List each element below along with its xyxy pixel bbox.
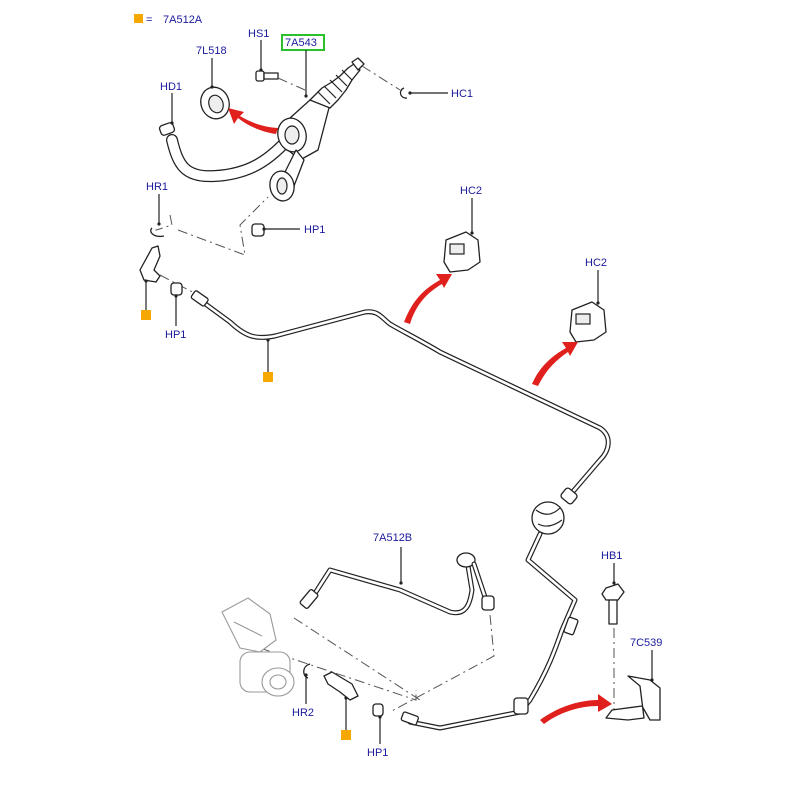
label-hp1-top[interactable]: HP1 (304, 224, 325, 236)
part-hc1-clip[interactable] (399, 87, 412, 99)
label-7c539[interactable]: 7C539 (630, 637, 662, 649)
part-hp1-bottom[interactable] (372, 703, 384, 719)
hose-coupling (513, 697, 529, 715)
part-7l518[interactable] (196, 83, 233, 123)
label-7l518[interactable]: 7L518 (196, 45, 227, 57)
marker-7a512a-1 (141, 310, 151, 320)
label-hr2[interactable]: HR2 (292, 707, 314, 719)
highlight-box-7a543 (281, 34, 325, 51)
part-hr2-clip[interactable] (303, 663, 311, 679)
label-hr1[interactable]: HR1 (146, 181, 168, 193)
part-connector-7a512a[interactable] (323, 671, 359, 701)
part-elbow-7a512a[interactable] (139, 245, 161, 283)
label-hd1[interactable]: HD1 (160, 81, 182, 93)
legend-swatch (134, 14, 143, 23)
label-7a543[interactable]: 7A543 (285, 37, 317, 49)
red-arrow-bracket (540, 694, 612, 724)
part-hs1-bolt[interactable] (255, 68, 279, 82)
marker-7a512a-3 (341, 730, 351, 740)
label-hs1[interactable]: HS1 (248, 28, 269, 40)
red-arrow-hc2-a (404, 274, 452, 324)
red-arrow-seal (228, 108, 278, 134)
part-hd1[interactable] (158, 121, 176, 136)
part-slave-cylinder (221, 597, 295, 697)
marker-7a512a-2 (263, 372, 273, 382)
legend: = 7A512A (134, 14, 203, 26)
part-hp1-top[interactable] (251, 223, 266, 237)
legend-equals: = (146, 14, 152, 26)
part-hc2-b[interactable] (569, 301, 607, 343)
label-hp1-bottom[interactable]: HP1 (367, 747, 388, 759)
part-7a543-master-cylinder[interactable] (268, 57, 365, 203)
pipe-7a512b-fittings (299, 552, 495, 611)
part-7c539-bracket[interactable] (605, 675, 661, 721)
pipe-lower (407, 531, 578, 731)
label-7a512b[interactable]: 7A512B (373, 532, 412, 544)
part-damper (531, 487, 578, 535)
part-hp1-left[interactable] (170, 282, 183, 298)
pipe-7a512a (197, 297, 611, 498)
label-hc2-b[interactable]: HC2 (585, 257, 607, 269)
hose-sleeve (563, 616, 579, 636)
legend-part-label: 7A512A (163, 14, 203, 26)
part-hb1-bolt[interactable] (601, 581, 625, 625)
pipe-end-fitting-bottom (400, 711, 419, 726)
label-hc1[interactable]: HC1 (451, 88, 473, 100)
label-hb1[interactable]: HB1 (601, 550, 622, 562)
red-arrow-hc2-b (532, 342, 578, 386)
pipe-end-fitting-top (190, 290, 209, 307)
part-hc2-a[interactable] (443, 231, 481, 273)
label-hc2-a[interactable]: HC2 (460, 185, 482, 197)
label-hp1-left[interactable]: HP1 (165, 329, 186, 341)
